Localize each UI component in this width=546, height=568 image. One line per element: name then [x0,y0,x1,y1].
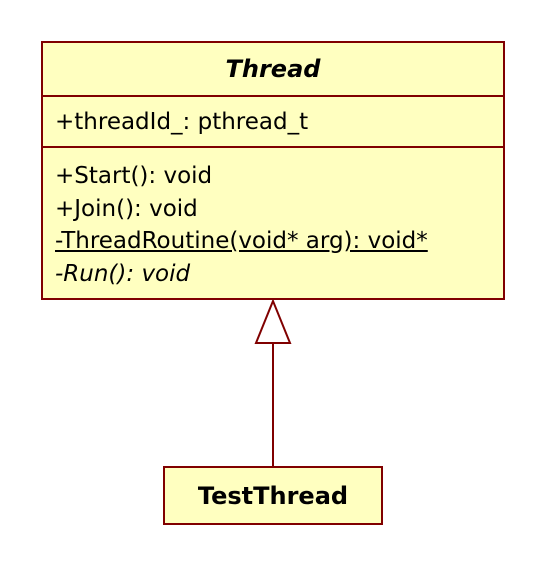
class-name-compartment: Thread [43,43,503,97]
operation-start: +Start(): void [55,163,213,189]
operation-run: -Run(): void [55,260,191,287]
operations-compartment: +Start(): void +Join(): void -ThreadRout… [43,148,503,290]
class-name-testthread: TestThread [197,481,349,510]
class-name-thread: Thread [225,55,321,83]
operation-join: +Join(): void [55,195,198,222]
class-testthread[interactable]: TestThread [163,466,383,525]
generalization-arrowhead [254,298,292,344]
attribute-thread-id: +threadId_: pthread_t [55,108,309,135]
attributes-compartment: +threadId_: pthread_t [43,97,503,148]
class-thread[interactable]: Thread +threadId_: pthread_t +Start(): v… [41,41,505,300]
operation-thread-routine: -ThreadRoutine(void* arg): void* [55,228,428,254]
